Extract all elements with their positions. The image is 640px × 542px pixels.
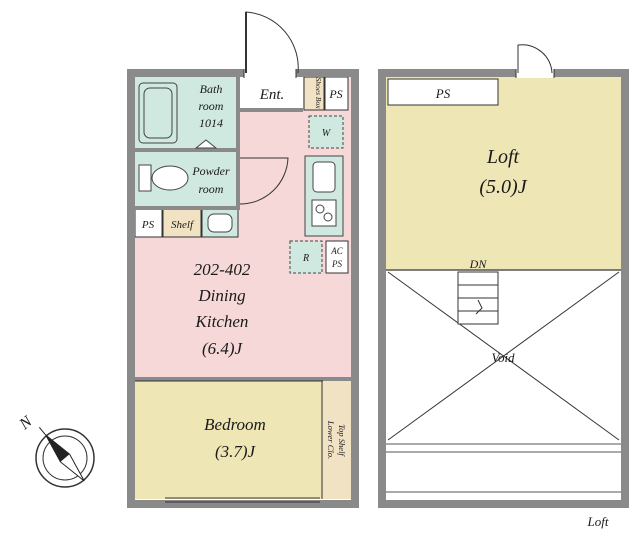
compass-north-label: N bbox=[16, 412, 37, 433]
refrigerator-label: R bbox=[302, 253, 309, 264]
loft-size: (5.0)J bbox=[479, 176, 527, 198]
ac-ps-box bbox=[325, 240, 349, 274]
ac-label: AC bbox=[330, 246, 343, 256]
outer-wall bbox=[127, 69, 359, 508]
bathroom-label-1: Bath bbox=[200, 82, 223, 96]
void-area bbox=[386, 270, 621, 500]
door-arrow-icon bbox=[194, 139, 218, 149]
stair-icon bbox=[457, 271, 499, 325]
stair-dn-label: DN bbox=[469, 257, 488, 271]
ac-ps-label: PS bbox=[331, 259, 342, 269]
refrigerator-space bbox=[289, 240, 323, 274]
void-label: Void bbox=[491, 350, 515, 365]
bedroom-floor bbox=[135, 381, 323, 499]
loft-caption: Loft bbox=[587, 514, 609, 529]
bathtub-icon bbox=[138, 82, 178, 144]
dk-label-1: Dining bbox=[197, 286, 245, 305]
bedroom-label: Bedroom bbox=[204, 415, 266, 434]
loft-window-swing bbox=[517, 44, 553, 74]
loft-title: Loft bbox=[486, 146, 520, 168]
ps-top-label: PS bbox=[328, 87, 342, 101]
closet-label-1: Top Shelf bbox=[337, 424, 347, 457]
wash-basin-icon bbox=[207, 213, 233, 233]
ps-left-box bbox=[134, 208, 163, 238]
stove-icon bbox=[311, 199, 337, 227]
loft-ps-label: PS bbox=[435, 86, 451, 101]
void-cross-b bbox=[387, 271, 620, 441]
ps-left-label: PS bbox=[141, 219, 155, 231]
compass: N bbox=[16, 412, 95, 488]
entrance-door-swing bbox=[245, 11, 299, 74]
bedroom-size: (3.7)J bbox=[215, 442, 257, 461]
powder-label-1: Powder bbox=[191, 164, 230, 178]
shelf-label: Shelf bbox=[171, 219, 195, 231]
sink-icon bbox=[312, 161, 336, 193]
dk-size: (6.4)J bbox=[202, 339, 244, 358]
entrance-label: Ent. bbox=[259, 87, 285, 103]
loft-outer-wall bbox=[378, 69, 629, 508]
loft-ps-box bbox=[387, 78, 499, 106]
toilet-icon bbox=[138, 164, 189, 192]
powder-door-swing bbox=[239, 157, 289, 205]
washer-label: W bbox=[322, 128, 332, 139]
closet-floor bbox=[322, 381, 351, 499]
closet-label-2: Lower Clo. bbox=[326, 420, 336, 459]
bathroom-label-2: room bbox=[199, 99, 224, 113]
floor-plan-loft: PS Loft (5.0)J DN Void Loft bbox=[378, 44, 629, 529]
entrance-floor bbox=[240, 77, 303, 110]
dk-label-2: Kitchen bbox=[195, 312, 249, 331]
loft-floor bbox=[386, 77, 621, 270]
powder-label-2: room bbox=[199, 182, 224, 196]
washer-space bbox=[308, 115, 344, 149]
entrance-door-gap bbox=[244, 68, 296, 78]
shoes-box-label: Shoes Box bbox=[314, 77, 323, 109]
bathroom-label-3: 1014 bbox=[199, 116, 223, 130]
floor-plan-main: Ent. Bath room 1014 Shoes Box PS W Powde… bbox=[127, 11, 359, 508]
dk-room-number: 202-402 bbox=[194, 260, 251, 279]
loft-window-gap bbox=[516, 68, 554, 78]
